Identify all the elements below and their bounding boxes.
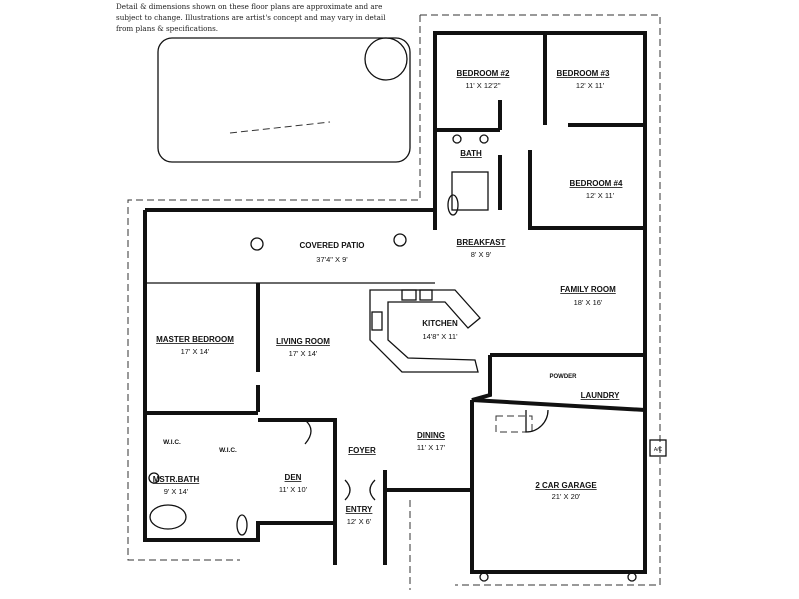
property-lines bbox=[127, 14, 661, 590]
pool bbox=[157, 37, 411, 163]
wic2-label: W.I.C. bbox=[219, 447, 237, 454]
garage-size: 21' X 20' bbox=[552, 492, 581, 501]
bedroom3-size: 12' X 11' bbox=[576, 81, 605, 90]
living-room-size: 17' X 14' bbox=[289, 349, 318, 358]
bedroom4-size: 12' X 11' bbox=[586, 191, 615, 200]
kitchen-size: 14'8" X 11' bbox=[423, 332, 459, 341]
laundry-label: LAUNDRY bbox=[581, 391, 620, 400]
den-size: 11' X 10' bbox=[279, 485, 308, 494]
fixtures bbox=[148, 134, 667, 582]
living-room-label: LIVING ROOM bbox=[276, 337, 330, 346]
interior-walls bbox=[145, 33, 646, 523]
entry-label: ENTRY bbox=[346, 505, 373, 514]
dining-size: 11' X 17' bbox=[417, 443, 446, 452]
bath-label: BATH bbox=[460, 149, 482, 158]
wic1-label: W.I.C. bbox=[163, 439, 181, 446]
family-room-size: 18' X 16' bbox=[574, 298, 603, 307]
master-bedroom-label: MASTER BEDROOM bbox=[156, 335, 234, 344]
kitchen-label: KITCHEN bbox=[422, 319, 458, 328]
kitchen-counters bbox=[369, 289, 481, 373]
covered-patio-label: COVERED PATIO bbox=[299, 241, 364, 250]
bedroom3-label: BEDROOM #3 bbox=[557, 69, 610, 78]
bedroom4-label: BEDROOM #4 bbox=[570, 179, 623, 188]
covered-patio-size: 37'4" X 9' bbox=[316, 255, 348, 264]
breakfast-size: 8' X 9' bbox=[471, 250, 492, 259]
foyer-label: FOYER bbox=[348, 446, 376, 455]
bedroom2-label: BEDROOM #2 bbox=[457, 69, 510, 78]
master-bedroom-size: 17' X 14' bbox=[181, 347, 210, 356]
family-room-label: FAMILY ROOM bbox=[560, 285, 616, 294]
entry-size: 12' X 6' bbox=[347, 517, 372, 526]
master-bath-size: 9' X 14' bbox=[164, 487, 189, 496]
ac-unit-label: A/C bbox=[654, 447, 663, 453]
breakfast-label: BREAKFAST bbox=[457, 238, 506, 247]
master-bath-label: MSTR.BATH bbox=[153, 475, 200, 484]
den-label: DEN bbox=[285, 473, 302, 482]
powder-label: POWDER bbox=[550, 374, 578, 380]
dining-label: DINING bbox=[417, 431, 445, 440]
disclaimer-note: Detail & dimensions shown on these floor… bbox=[116, 2, 386, 33]
garage-label: 2 CAR GARAGE bbox=[535, 481, 597, 490]
bedroom2-size: 11' X 12'2" bbox=[466, 81, 501, 90]
